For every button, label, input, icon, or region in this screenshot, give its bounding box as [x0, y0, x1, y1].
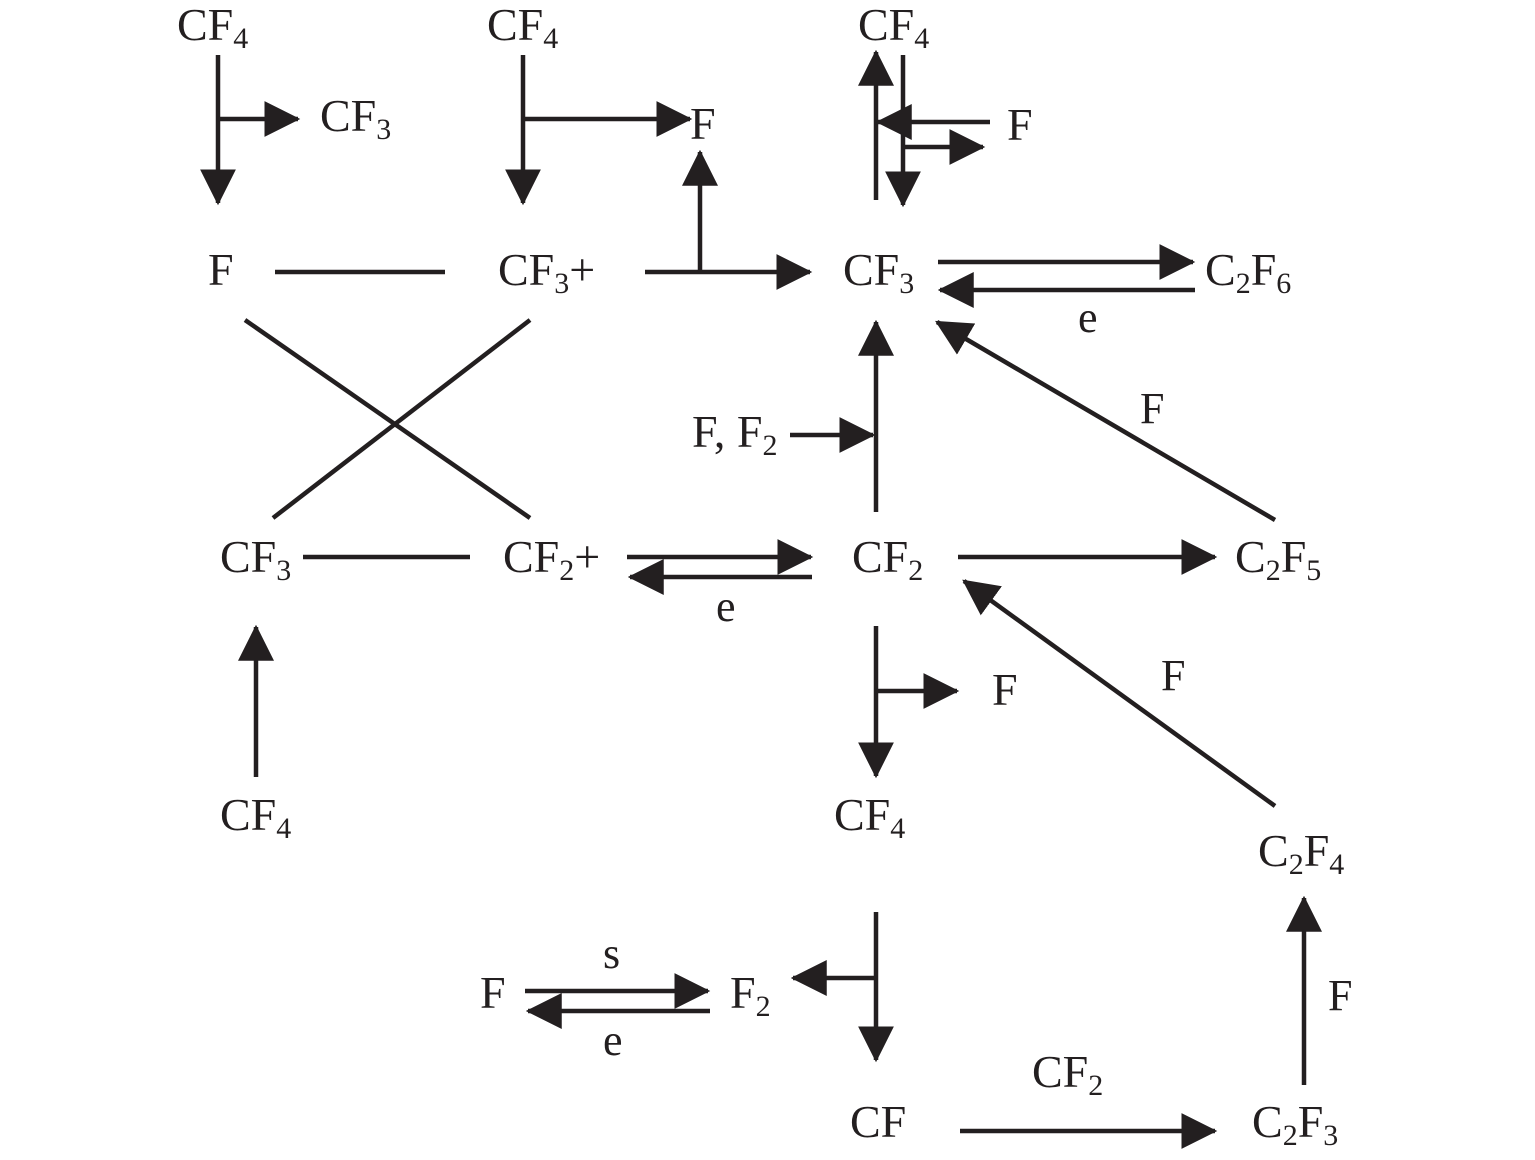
species-cf2-ion: CF2+: [503, 531, 600, 587]
species-cf4-center-bottom: CF4: [834, 789, 905, 845]
species-f-left: F: [208, 244, 234, 295]
label-e-f-f2: e: [603, 1016, 623, 1065]
label-s-f-f2: s: [603, 929, 620, 978]
species-cf3-left: CF3: [220, 531, 291, 587]
species-f2-bottom: F2: [730, 967, 771, 1023]
species-f-f2-input: F, F2: [692, 406, 777, 462]
line-cross-2: [271, 318, 532, 520]
species-c2f6: C2F6: [1205, 244, 1291, 300]
label-f-c2f4-cf2: F: [1161, 651, 1185, 700]
species-cf4-left-bottom: CF4: [220, 789, 291, 845]
arrow-c2f5-to-cf3: [935, 320, 1277, 522]
species-cf2-bottom-label: CF2: [1032, 1046, 1103, 1102]
species-cf4-top-mid: CF4: [487, 0, 558, 55]
species-cf3-top-left-out: CF3: [320, 90, 391, 146]
species-cf3-center: CF3: [843, 244, 914, 300]
species-f-bottom-left: F: [480, 967, 506, 1018]
label-f-c2f3-c2f4: F: [1328, 971, 1352, 1020]
species-f-mid-out: F: [992, 664, 1018, 715]
line-cross-1: [243, 318, 532, 520]
species-cf2-center: CF2: [852, 531, 923, 587]
label-e-c2f6: e: [1078, 293, 1098, 342]
species-cf4-top-right: CF4: [858, 0, 929, 55]
species-cf3-ion: CF3+: [498, 244, 595, 300]
label-e-cf2: e: [716, 582, 736, 631]
species-cf-bottom: CF: [850, 1096, 906, 1147]
species-f-top-right: F: [1007, 99, 1033, 150]
species-f-top-mid-out: F: [690, 98, 716, 149]
species-cf4-top-left: CF4: [177, 0, 248, 55]
arrow-c2f4-to-cf2: [962, 579, 1277, 808]
label-f-c2f5-cf3: F: [1140, 384, 1164, 433]
species-c2f5: C2F5: [1235, 531, 1321, 587]
species-c2f3: C2F3: [1252, 1096, 1338, 1152]
species-c2f4: C2F4: [1258, 825, 1344, 881]
